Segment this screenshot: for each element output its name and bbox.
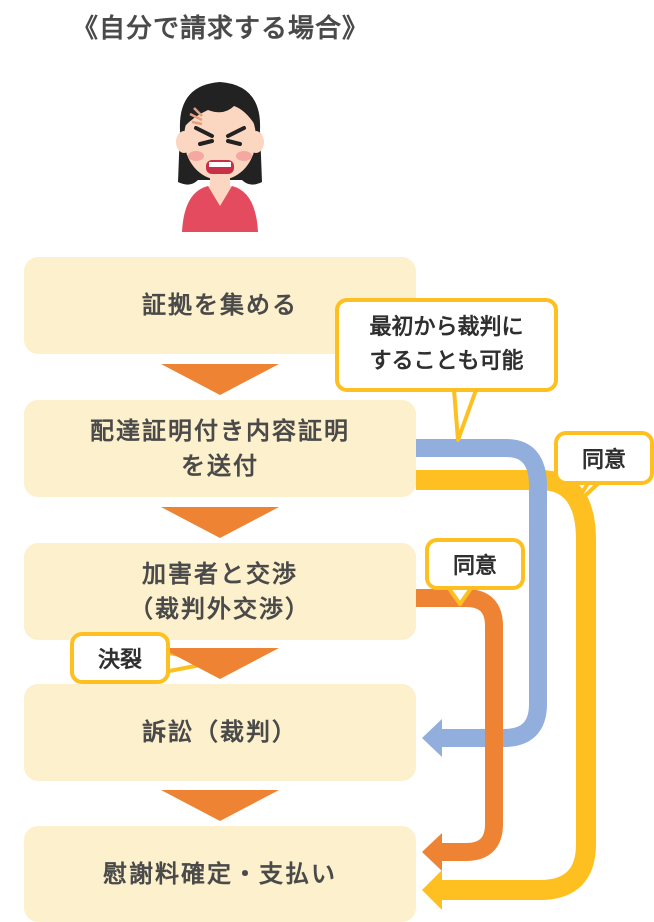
step-send-certified-letter: 配達証明付き内容証明 を送付 [24,400,416,497]
callout-agree-orange: 同意 [425,538,525,590]
step-certified-line2: を送付 [181,451,259,480]
callout-agree-orange-label: 同意 [452,554,497,579]
down-arrow-4 [161,790,279,821]
callout-breakdown-label: 決裂 [97,648,142,673]
step-certified-line1: 配達証明付き内容証明 [90,416,350,445]
down-arrow-2 [161,507,279,538]
callout-agree-yellow-label: 同意 [581,448,626,473]
angry-woman-icon [176,82,264,232]
orange-agree-path [416,589,503,861]
yellow-arrowhead [422,870,442,910]
step-settlement: 慰謝料確定・支払い [24,826,416,922]
court-callout-pointer [452,388,478,442]
step-lawsuit: 訴訟（裁判） [24,684,416,781]
page-title: 《自分で請求する場合》 [72,14,370,44]
callout-court-line2: することも可能 [369,349,524,374]
down-arrow-1 [161,364,279,395]
step-lawsuit-label: 訴訟（裁判） [142,718,298,747]
orange-arrowhead [422,833,442,871]
callout-agree-yellow: 同意 [554,431,654,485]
step-negotiate-line2: （裁判外交渉） [129,594,311,623]
down-arrow-3 [161,648,279,679]
callout-breakdown: 決裂 [70,632,170,684]
callout-court-line1: 最初から裁判に [369,314,524,340]
callout-court-possible: 最初から裁判に することも可能 [335,298,558,392]
step-negotiate: 加害者と交渉 （裁判外交渉） [24,543,416,640]
blue-arrowhead [422,719,442,757]
step-settlement-label: 慰謝料確定・支払い [103,859,337,888]
blue-court-path [416,439,547,747]
step-negotiate-line1: 加害者と交渉 [142,559,298,588]
step-collect-label: 証拠を集める [142,291,298,320]
